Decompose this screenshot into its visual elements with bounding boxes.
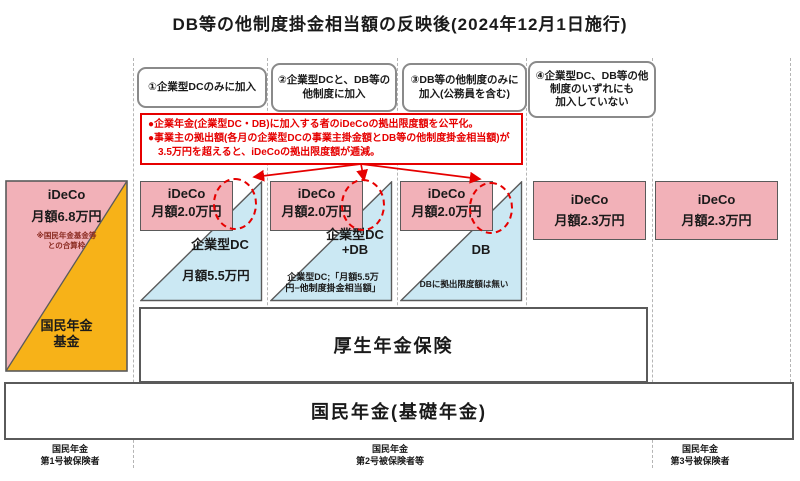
column-1: iDeCo 月額2.0万円 企業型DC 月額5.5万円 <box>140 178 263 302</box>
highlight-circle-col2 <box>341 179 385 231</box>
divider-line-group3 <box>652 58 653 468</box>
plan-name-label: DB <box>471 242 491 257</box>
column-2: iDeCo 月額2.0万円 企業型DC +DB 企業型DC;「月額5.5万 円−… <box>270 179 393 302</box>
national-pension-fund-label: 国民年金 基金 <box>40 318 93 350</box>
highlight-circle-col1 <box>213 178 257 230</box>
divider-line-group1 <box>133 58 134 468</box>
callout-bullet-1: ●企業年金(企業型DC・DB)に加入する者のiDeCoの拠出限度額を公平化。 <box>148 119 479 130</box>
ideco-label: iDeCo <box>167 186 206 201</box>
plan-name-label: 企業型DC <box>191 237 249 252</box>
ideco-amount: 月額2.0万円 <box>151 204 222 219</box>
column-3: iDeCo 月額2.0万円 DB DBに拠出限度額は無い <box>400 181 523 302</box>
column-header-1: ①企業型DCのみに加入 <box>137 67 267 108</box>
column-header-3: ③DB等の他制度のみに 加入(公務員を含む) <box>402 63 527 112</box>
ideco-box-col4: iDeCo 月額2.3万円 <box>533 181 646 240</box>
plan-formula-label: 企業型DC;「月額5.5万 円−他制度掛金相当額」 <box>285 272 381 294</box>
arrow-to-col2 <box>356 163 368 182</box>
divider-line-col3-col4 <box>526 58 527 385</box>
divider-line-col1-col2 <box>267 58 268 385</box>
footer-label-category1: 国民年金 第1号被保険者 <box>40 444 100 467</box>
ideco-amount: 月額2.3万円 <box>681 213 752 228</box>
ideco-label: iDeCo <box>570 192 609 207</box>
ideco-amount: 月額2.3万円 <box>554 213 625 228</box>
page-title: DB等の他制度掛金相当額の反映後(2024年12月1日施行) <box>172 15 628 34</box>
callout-bullet-2: ●事業主の拠出額(各月の企業型DCの事業主掛金額とDB等の他制度掛金相当額)が3… <box>148 132 510 158</box>
ideco-box-group3: iDeCo 月額2.3万円 <box>655 181 778 240</box>
ideco-amount: 月額2.0万円 <box>411 204 482 219</box>
fund-aggregation-note: ※国民年金基金等 との合算枠 <box>36 231 97 251</box>
kosei-nenkin-bar: 厚生年金保険 <box>139 307 648 383</box>
column-header-2: ②企業型DCと、DB等の 他制度に加入 <box>271 63 397 112</box>
ideco-amount: 月額6.8万円 <box>31 209 102 224</box>
arrow-to-col1 <box>252 163 362 182</box>
divider-line-col2-col3 <box>397 58 398 385</box>
ideco-amount: 月額2.0万円 <box>281 204 352 219</box>
arrow-to-col3 <box>360 163 482 184</box>
ideco-label: iDeCo <box>297 186 336 201</box>
ideco-label: iDeCo <box>427 186 466 201</box>
plan-note-label: DBに拠出限度額は無い <box>419 279 509 289</box>
policy-callout: ●企業年金(企業型DC・DB)に加入する者のiDeCoの拠出限度額を公平化。 ●… <box>140 113 523 165</box>
ideco-label: iDeCo <box>47 187 86 202</box>
footer-label-category2: 国民年金 第2号被保険者等 <box>355 444 425 467</box>
group1-box: iDeCo 月額6.8万円 ※国民年金基金等 との合算枠 国民年金 基金 <box>5 180 128 372</box>
column-header-4: ④企業型DC、DB等の他 制度のいずれにも 加入していない <box>528 61 656 118</box>
ideco-fund-split-shape <box>5 180 128 372</box>
plan-name-label: 企業型DC +DB <box>326 227 384 257</box>
ideco-label: iDeCo <box>697 192 736 207</box>
kiso-nenkin-bar: 国民年金(基礎年金) <box>4 382 794 440</box>
footer-label-category3: 国民年金 第3号被保険者 <box>670 444 730 467</box>
highlight-circle-col3 <box>469 182 513 234</box>
plan-amount-label: 月額5.5万円 <box>182 269 250 283</box>
divider-line-right-edge <box>790 58 791 382</box>
